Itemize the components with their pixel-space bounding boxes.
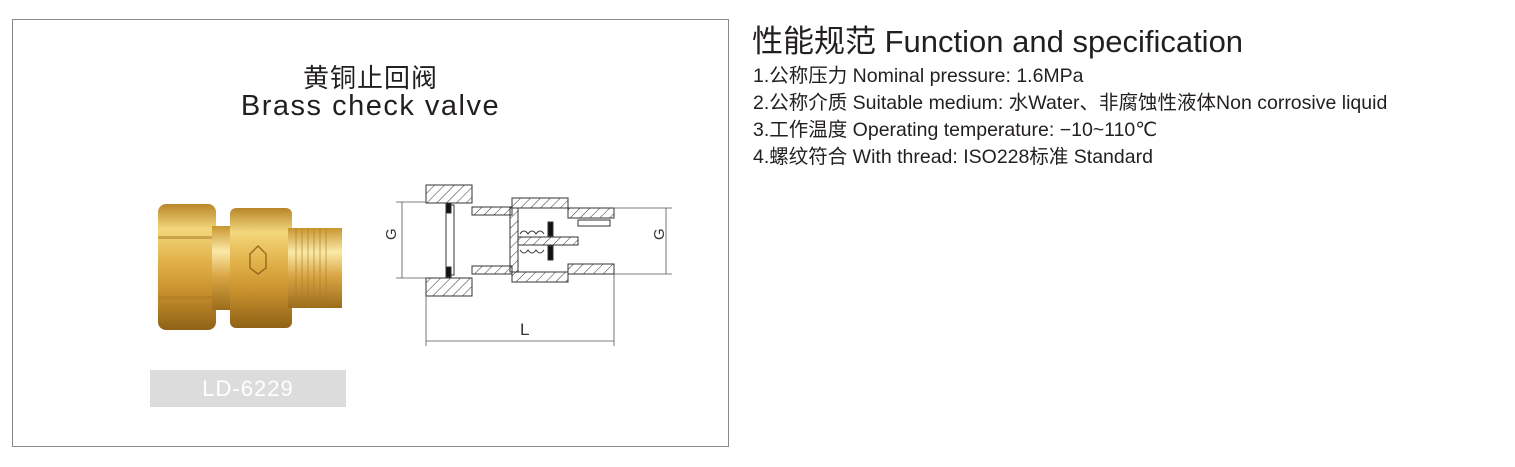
cross-section-drawing: G G L: [383, 184, 672, 346]
model-number-badge: LD-6229: [150, 370, 346, 407]
brass-valve-photo: [158, 204, 342, 330]
spec-item-medium: 2.公称介质 Suitable medium: 水Water、非腐蚀性液体Non…: [753, 92, 1388, 114]
spec-item-temperature: 3.工作温度 Operating temperature: −10~110℃: [753, 119, 1158, 141]
product-panel: [12, 19, 729, 447]
spec-item-pressure: 1.公称压力 Nominal pressure: 1.6MPa: [753, 65, 1084, 87]
dimension-g-inlet: G: [383, 228, 400, 240]
product-title-en: Brass check valve: [240, 90, 501, 122]
product-title-cn: 黄铜止回阀: [302, 63, 438, 93]
dimension-g-outlet: G: [651, 228, 668, 240]
spec-item-thread: 4.螺纹符合 With thread: ISO228标准 Standard: [753, 146, 1153, 168]
dimension-l: L: [520, 320, 529, 339]
spec-heading: 性能规范 Function and specification: [752, 24, 1244, 59]
